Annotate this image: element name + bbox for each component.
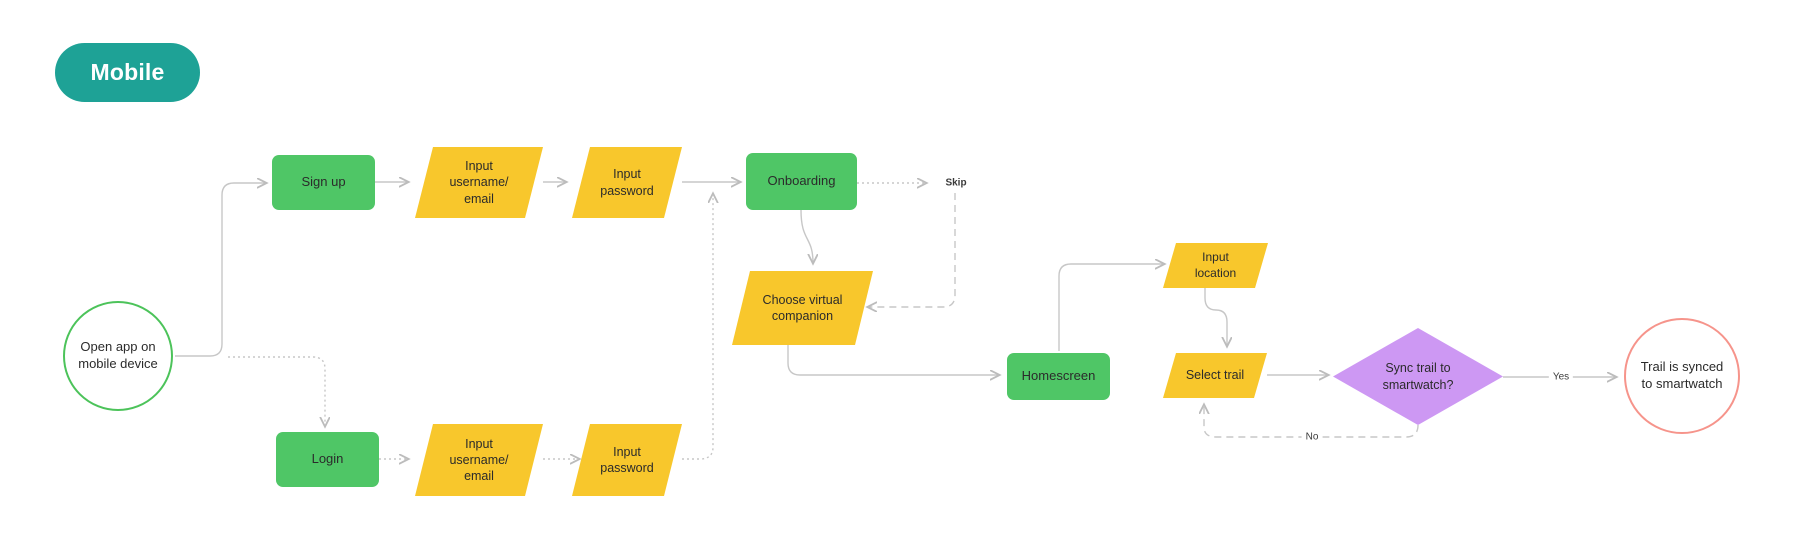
node-end[interactable]: Trail is synced to smartwatch (1624, 318, 1740, 434)
edge-label-no: No (1301, 431, 1323, 443)
node-choose-companion[interactable]: Choose virtual companion (732, 271, 873, 345)
edge-homescreen-inputlocation (1058, 264, 1164, 351)
edge-label-skip: Skip (941, 177, 971, 189)
edge-inputpass-up-to-onboarding (682, 194, 713, 460)
node-input-password-top[interactable]: Input password (572, 147, 682, 218)
edge-skip-companion (868, 193, 956, 307)
node-signup[interactable]: Sign up (272, 155, 375, 210)
edge-companion-homescreen (787, 345, 999, 375)
node-select-trail[interactable]: Select trail (1163, 353, 1267, 398)
edge-start-signup (175, 183, 266, 357)
node-input-username-top[interactable]: Input username/ email (415, 147, 543, 218)
edge-inputlocation-selecttrail (1204, 288, 1227, 346)
node-homescreen[interactable]: Homescreen (1007, 353, 1110, 400)
mobile-section-badge: Mobile (55, 43, 200, 102)
node-onboarding[interactable]: Onboarding (746, 153, 857, 210)
node-input-username-bottom[interactable]: Input username/ email (415, 424, 543, 496)
node-login[interactable]: Login (276, 432, 379, 487)
node-input-password-bottom[interactable]: Input password (572, 424, 682, 496)
edge-label-yes: Yes (1548, 371, 1574, 383)
node-start[interactable]: Open app on mobile device (63, 301, 173, 411)
edge-start-login (228, 356, 325, 426)
node-input-location[interactable]: Input location (1163, 243, 1268, 288)
edge-onboarding-companion (800, 209, 813, 263)
edge-decision-no-selecttrail (1204, 405, 1419, 438)
